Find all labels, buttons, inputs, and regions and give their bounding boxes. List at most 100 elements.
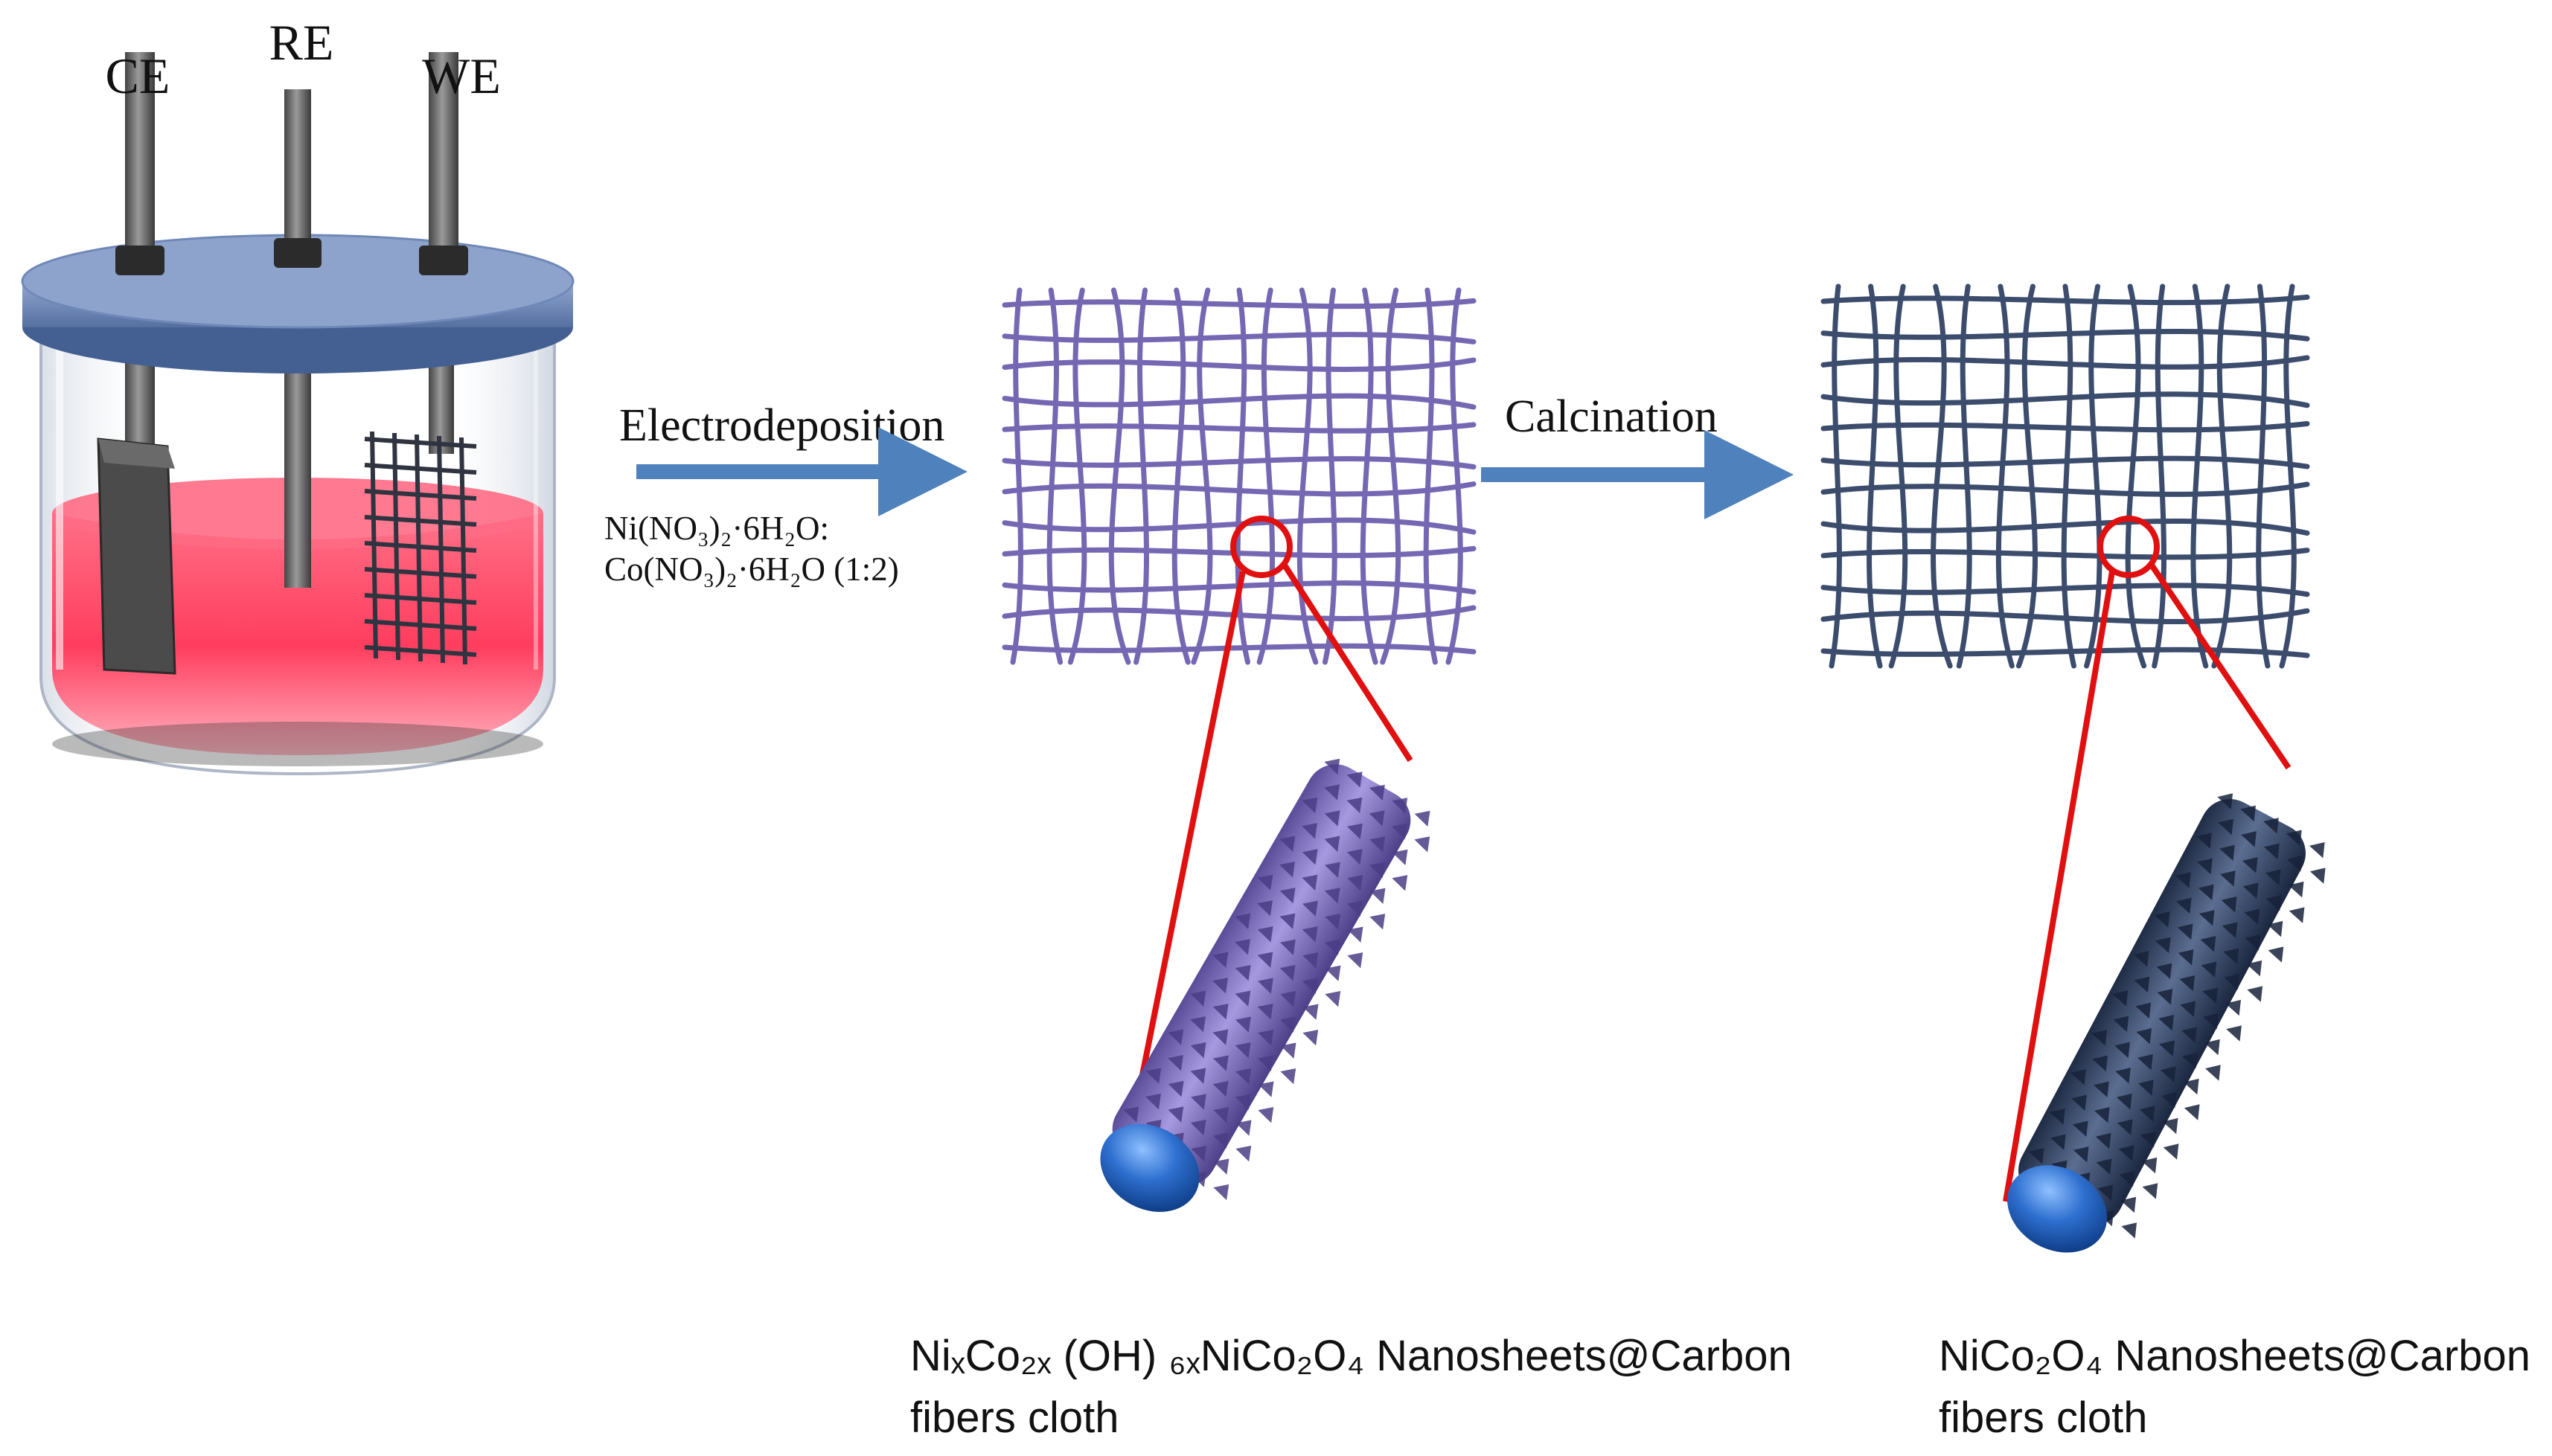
nanosheet [2162, 1117, 2178, 1135]
nanosheet [1212, 952, 1229, 968]
nanosheet [2240, 805, 2256, 822]
nanosheet [2226, 1025, 2242, 1042]
nanosheet [1325, 939, 1340, 955]
nanosheet [1168, 1054, 1183, 1071]
zoom-circle-2 [2097, 516, 2160, 578]
we-label: WE [422, 48, 501, 104]
nanosheet [2175, 897, 2192, 914]
zoom-line-1b [1281, 562, 1413, 763]
nanosheet [2137, 1053, 2153, 1071]
nanosheet [1258, 1081, 1274, 1097]
nanosheet [2117, 1119, 2133, 1135]
nanosheet [2218, 818, 2233, 836]
nanosheet [1213, 1158, 1229, 1175]
cloth-fiber [1002, 643, 1477, 655]
nanosheet [1145, 1068, 1162, 1084]
cloth-fiber [1995, 283, 2015, 669]
cloth-fiber [1002, 456, 1477, 469]
re-seal [274, 238, 322, 268]
cloth-fiber [1445, 287, 1463, 665]
nanosheet [2182, 1052, 2198, 1069]
nanosheet [2309, 841, 2325, 859]
nanosheet [1235, 1068, 1252, 1085]
nanosheet [1325, 862, 1340, 878]
nanosheet [1235, 913, 1251, 929]
cloth-fiber [1002, 393, 1477, 410]
cloth-fiber [1820, 329, 2310, 341]
electrochemical-cell: CE RE WE [21, 14, 575, 776]
cloth-fiber [2211, 283, 2233, 669]
nanosheet [1325, 991, 1341, 1007]
nanosheet [1235, 965, 1251, 981]
calcination-label: Calcination [1505, 391, 1718, 442]
cloth-fiber [1829, 283, 1842, 669]
cloth-fiber [1171, 287, 1191, 665]
cloth-fiber [1820, 583, 2310, 597]
nanosheet [1369, 836, 1386, 853]
nanosheet [1257, 900, 1273, 917]
nanosheet [1392, 849, 1408, 866]
calcination-step: Calcination [1481, 391, 1794, 519]
carbon-fiber-core [1100, 1123, 1200, 1212]
nanosheet [1190, 990, 1206, 1007]
nanosheet [2183, 1078, 2199, 1095]
re-rod [284, 89, 311, 253]
nanosheet [2119, 1170, 2135, 1187]
nanosheet [1346, 797, 1363, 814]
nanosheet [2092, 1055, 2108, 1071]
nanosheet [2179, 975, 2196, 992]
nanosheet [2265, 869, 2281, 885]
cloth-fiber [1423, 287, 1438, 665]
cloth-fiber [1256, 287, 1276, 665]
cloth-fiber [2256, 283, 2271, 669]
nanosheet [1280, 991, 1296, 1007]
nanosheet [1258, 1029, 1274, 1046]
nanosheet [1123, 1106, 1139, 1123]
nanosheet [2096, 1158, 2112, 1175]
nanosheet [2288, 881, 2304, 898]
nanosheet [2161, 1066, 2176, 1083]
nanosheet [2221, 897, 2237, 913]
nanosheet [1258, 1106, 1274, 1123]
nanosheet [1279, 913, 1296, 929]
nanosheet-fiber-coated [1100, 758, 1430, 1212]
nanosheet [1190, 1068, 1206, 1084]
cloth-fiber [1380, 287, 1401, 665]
nanosheet [1280, 939, 1296, 955]
nanosheet [1280, 1042, 1296, 1059]
nanosheet [1302, 1004, 1319, 1020]
nanosheet [1302, 926, 1318, 943]
nanosheet [2140, 1131, 2156, 1148]
counter-electrode-plate-top [98, 439, 175, 469]
working-electrode-mesh [364, 350, 477, 665]
nanosheet [2112, 990, 2129, 1007]
nanosheet [1347, 875, 1363, 891]
nanosheet [2138, 1080, 2154, 1096]
nanosheet [1324, 888, 1340, 904]
nanosheet [1302, 1030, 1319, 1046]
nanosheet [2141, 1157, 2158, 1174]
nanosheet [1347, 823, 1363, 840]
cloth-fiber [1956, 283, 1972, 669]
nanosheet [2142, 1183, 2158, 1199]
cloth-fiber [1820, 421, 2310, 433]
nanosheet [2267, 920, 2283, 937]
reference-electrode [284, 342, 311, 588]
nanosheet [2196, 833, 2212, 849]
cloth-fiber [1820, 391, 2310, 408]
nanosheet [2224, 973, 2240, 990]
nanosheet [2242, 857, 2258, 873]
nanosheet [1258, 978, 1273, 994]
cloth-fiber [1046, 287, 1064, 665]
nanosheet [2070, 1069, 2086, 1085]
carbon-fiber-core [2007, 1165, 2108, 1253]
nanosheet [2154, 911, 2170, 928]
cloth-fiber [1820, 608, 2310, 625]
electrodeposition-label: Electrodeposition [619, 400, 944, 451]
nanosheet [1369, 810, 1385, 827]
nanosheet [2222, 922, 2238, 938]
nanosheet [1392, 823, 1407, 840]
nanosheet [2246, 960, 2262, 977]
nanosheet [1302, 978, 1318, 994]
nanosheet [2071, 1094, 2087, 1111]
